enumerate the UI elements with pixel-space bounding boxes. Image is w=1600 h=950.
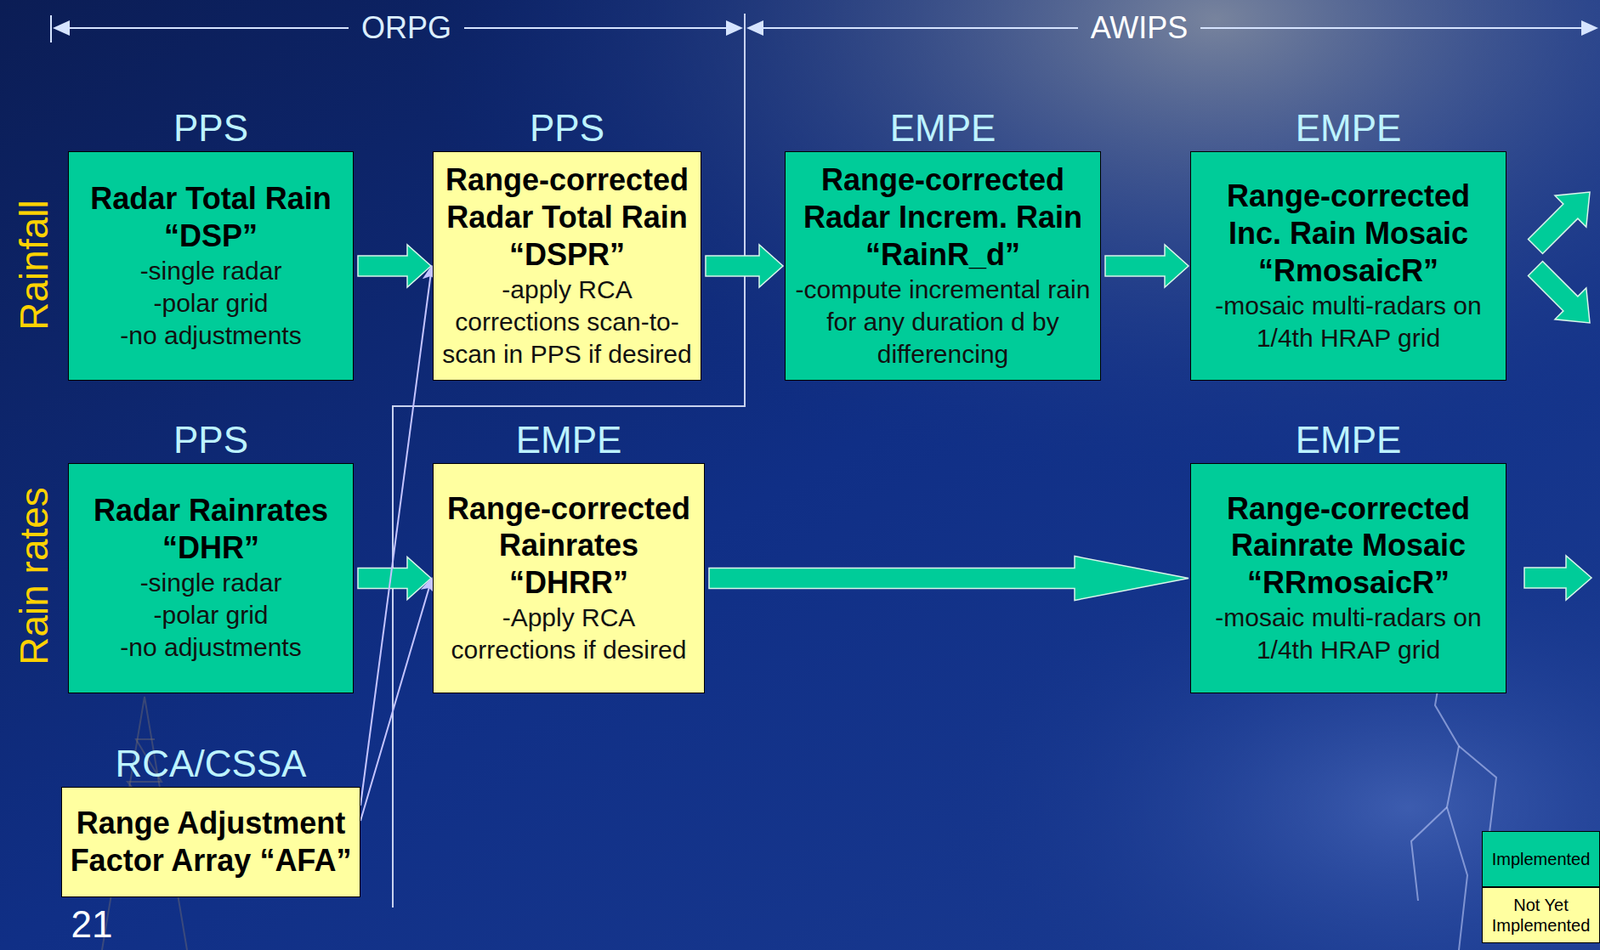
- output-arrow: [1528, 192, 1591, 255]
- page-number: 21: [71, 906, 114, 944]
- row-label: Rain rates: [14, 487, 54, 666]
- bracket-arrowhead: [52, 20, 70, 36]
- product-note: -compute incremental rain for any durati…: [792, 273, 1094, 371]
- legend-swatch: Implemented: [1481, 831, 1600, 888]
- bracket-arrowhead: [726, 20, 744, 36]
- product-note: -polar grid: [153, 599, 268, 632]
- process-box: EMPERange-corrected Inc. Rain Mosaic “Rm…: [1190, 151, 1507, 381]
- legend-text: Not Yet Implemented: [1482, 895, 1600, 937]
- process-box: EMPERange-corrected Radar Increm. Rain “…: [784, 151, 1101, 381]
- stage-heading: EMPE: [760, 107, 1126, 149]
- product-title: Range Adjustment Factor Array “AFA”: [68, 805, 353, 880]
- system-label: ORPG: [361, 12, 452, 44]
- bracket-line: [464, 27, 730, 29]
- product-note: -no adjustments: [119, 631, 301, 664]
- product-title: Range-corrected Radar Total Rain “DSPR”: [440, 161, 694, 274]
- bracket-arrowheads: [52, 20, 1599, 36]
- legend-text: Implemented: [1492, 849, 1591, 870]
- process-box: PPSRadar Total Rain “DSP”-single radar-p…: [68, 151, 354, 381]
- process-box: EMPERange-corrected Rainrates “DHRR”-App…: [432, 463, 705, 694]
- flow-arrow: [709, 556, 1189, 602]
- product-title: Range-corrected Rainrates “DHRR”: [440, 490, 698, 603]
- product-title: Range-corrected Radar Increm. Rain “Rain…: [792, 161, 1094, 274]
- product-note: -polar grid: [153, 287, 268, 320]
- flow-arrow: [357, 557, 432, 601]
- output-arrow: [1528, 261, 1591, 324]
- product-note: -apply RCA corrections scan-to-scan in P…: [440, 273, 694, 371]
- flow-arrow: [357, 244, 432, 288]
- product-note: -single radar: [140, 255, 283, 288]
- correction-link: [360, 578, 432, 823]
- stage-heading: PPS: [408, 107, 727, 149]
- stage-heading: PPS: [43, 107, 379, 149]
- system-bracket: [51, 15, 1583, 43]
- stage-heading: PPS: [43, 419, 379, 461]
- flow-arrow: [705, 244, 783, 288]
- bracket-line: [64, 27, 349, 29]
- product-title: Range-corrected Rainrate Mosaic “RRmosai…: [1197, 490, 1499, 603]
- system-boundary: [392, 13, 745, 908]
- bracket-arrowhead: [1581, 20, 1599, 36]
- bracket-line: [761, 27, 1079, 29]
- flow-arrow: [1105, 244, 1189, 288]
- stage-heading: EMPE: [1165, 107, 1532, 149]
- bracket-line: [1200, 27, 1583, 29]
- product-note: -mosaic multi-radars on 1/4th HRAP grid: [1197, 601, 1499, 667]
- product-note: -Apply RCA corrections if desired: [440, 601, 698, 667]
- product-title: Range-corrected Inc. Rain Mosaic “Rmosai…: [1197, 177, 1499, 290]
- bracket-tick: [50, 15, 52, 43]
- process-box: PPSRadar Rainrates “DHR”-single radar-po…: [68, 463, 354, 694]
- row-label: Rainfall: [14, 199, 54, 330]
- stage-heading: EMPE: [1165, 419, 1532, 461]
- legend-swatch: Not Yet Implemented: [1481, 887, 1600, 944]
- product-note: -no adjustments: [119, 319, 301, 352]
- lightning-bolt: [1411, 807, 1447, 902]
- bracket-arrowhead: [746, 20, 764, 36]
- process-box: PPSRange-corrected Radar Total Rain “DSP…: [432, 151, 702, 381]
- correction-link: [360, 266, 432, 806]
- product-title: Radar Total Rain “DSP”: [75, 180, 347, 256]
- system-label: AWIPS: [1090, 12, 1189, 44]
- stage-heading: EMPE: [408, 419, 730, 461]
- stage-heading: RCA/CSSA: [36, 743, 386, 785]
- product-note: -single radar: [140, 567, 283, 600]
- process-box: EMPERange-corrected Rainrate Mosaic “RRm…: [1190, 463, 1507, 694]
- product-title: Radar Rainrates “DHR”: [75, 492, 347, 568]
- output-arrows: [1524, 192, 1592, 601]
- output-arrow: [1524, 556, 1592, 601]
- product-note: -mosaic multi-radars on 1/4th HRAP grid: [1197, 289, 1499, 355]
- process-box: RCA/CSSARange Adjustment Factor Array “A…: [61, 787, 361, 898]
